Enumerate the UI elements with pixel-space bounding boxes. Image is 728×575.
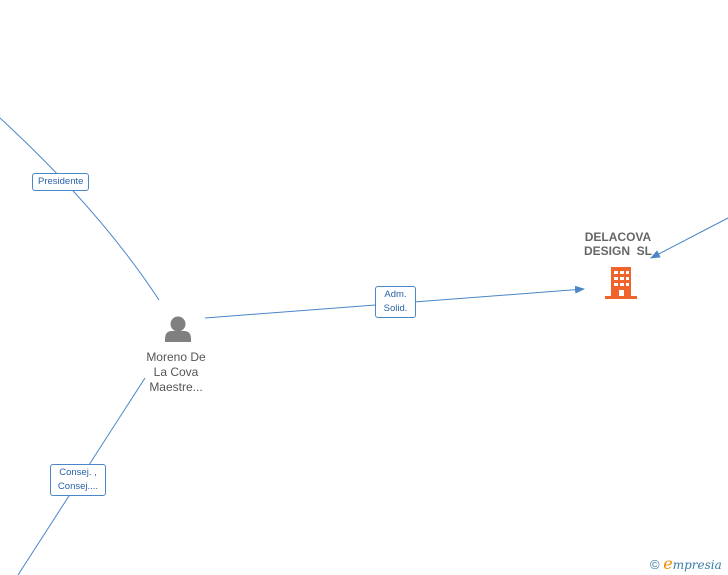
company-name[interactable]: DELACOVA DESIGN SL	[573, 230, 663, 258]
edge-label-consej-line1: Consej. ,	[59, 467, 97, 478]
edge-label-adm-line1: Adm.	[384, 289, 407, 300]
edge-label-adm-solid[interactable]: Adm. Solid.	[375, 286, 416, 318]
person-name-line2: La Cova	[153, 365, 199, 379]
copyright-symbol: ©	[650, 557, 660, 572]
edge-label-consej-line2: Consej....	[57, 481, 99, 492]
building-icon[interactable]	[605, 267, 637, 299]
edge-label-adm-line2: Solid.	[383, 303, 408, 314]
brand-rest: mpresia	[672, 558, 722, 572]
edge-label-presidente-text: Presidente	[38, 176, 84, 187]
person-name-line1: Moreno De	[146, 350, 206, 364]
company-name-line1: DELACOVA	[584, 230, 652, 244]
edge-label-presidente[interactable]: Presidente	[32, 173, 90, 191]
brand-e: e	[663, 554, 673, 573]
person-name-line3: Maestre...	[149, 380, 203, 394]
edge-label-consej[interactable]: Consej. , Consej....	[50, 464, 106, 496]
company-name-line2: DESIGN SL	[583, 244, 652, 258]
edge-presidente	[0, 117, 160, 301]
edge-incoming-company	[650, 217, 728, 259]
empresia-watermark: © empresia	[650, 554, 722, 573]
person-icon[interactable]	[165, 316, 191, 343]
person-name[interactable]: Moreno De La Cova Maestre...	[126, 350, 226, 395]
